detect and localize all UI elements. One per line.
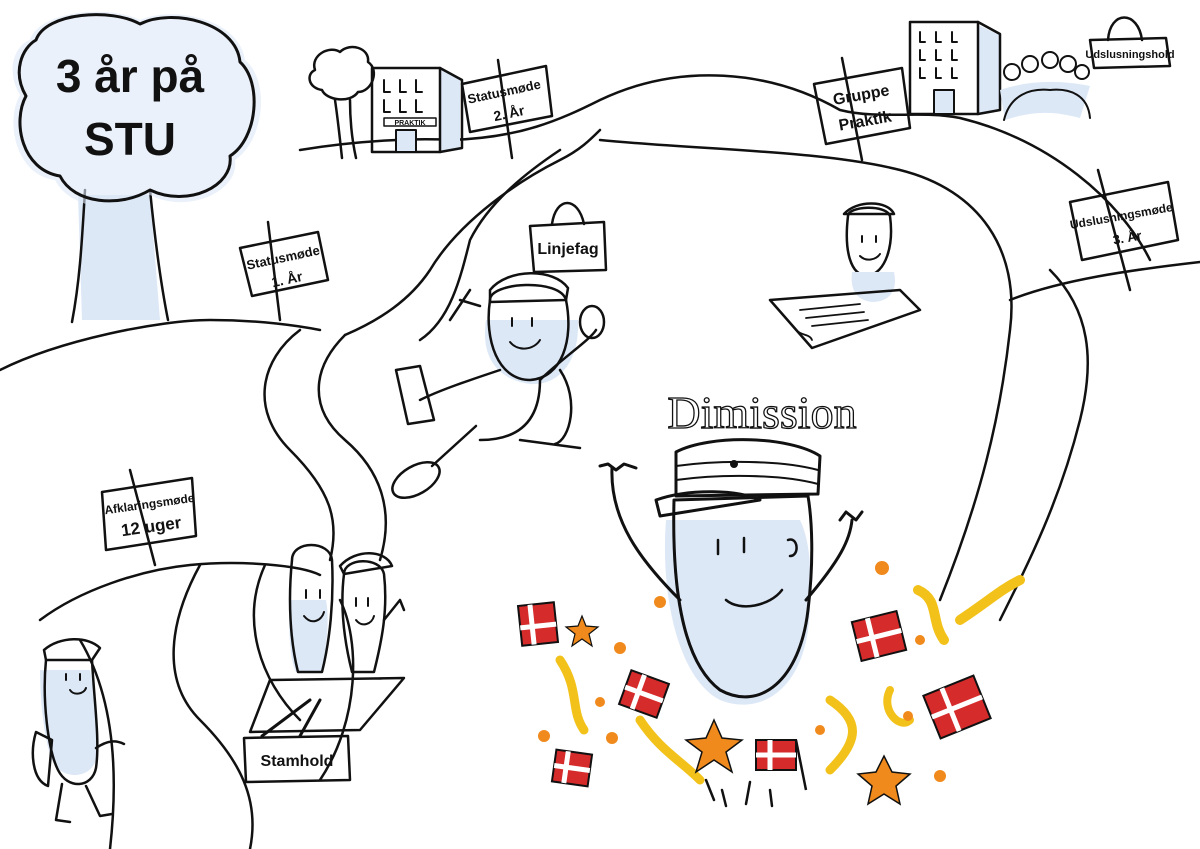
star-confetti [856,754,912,806]
star-confetti [564,614,600,648]
title-line-1: 3 år på [56,50,205,102]
danish-flag [617,668,671,720]
bag-stamhold: Stamhold [242,698,352,784]
sign-afklaringsmode: Afklaringsmøde 12 uger [100,468,198,567]
star-confetti [684,718,744,774]
sign-gruppe-praktik: Gruppe Praktik [812,56,912,162]
multitasking-student [391,272,606,500]
praktik-building: PRAKTIK [370,66,464,154]
title-tree: 3 år på STU [12,11,262,324]
sign-status2-line-2: 2. År [492,102,526,124]
group-of-people [1000,51,1091,121]
bag-linjefag: Linjefag [528,202,608,274]
building-label: PRAKTIK [394,120,425,127]
sign-udslusning-line-1: Udslusningsmøde [1069,200,1174,232]
sign-statusmode-2: Statusmøde 2. År [460,58,554,160]
sign-gruppe-line-1: Gruppe [832,82,891,109]
sign-status1-line-2: 1. År [270,268,304,290]
sign-afklaring-line-2: 12 uger [120,513,183,540]
danish-flag [516,601,560,647]
bag-stamhold-label: Stamhold [261,753,334,770]
writing-student [768,202,922,350]
danish-flag [850,609,908,663]
danish-flag [922,674,992,740]
walking-student [31,638,126,824]
danish-flag [755,739,808,791]
bag-udslusningshold: Udslusningshold [1085,16,1175,70]
danish-flag [550,748,594,788]
sign-udslusning-line-2: 3. År [1112,228,1143,248]
bag-linjefag-label: Linjefag [537,241,598,258]
title-line-2: STU [84,113,176,165]
sign-afklaring-line-1: Afklaringsmøde [104,491,196,518]
right-building [908,20,1002,116]
sign-statusmode-1: Statusmøde 1. År [238,220,330,322]
sign-status1-line-1: Statusmøde [245,243,321,273]
celebration-confetti [516,561,1025,806]
graduate [598,438,864,808]
bag-udslusningshold-label: Udslusningshold [1085,49,1174,61]
dimission-label: Dimission [667,387,856,438]
two-students [248,543,406,734]
